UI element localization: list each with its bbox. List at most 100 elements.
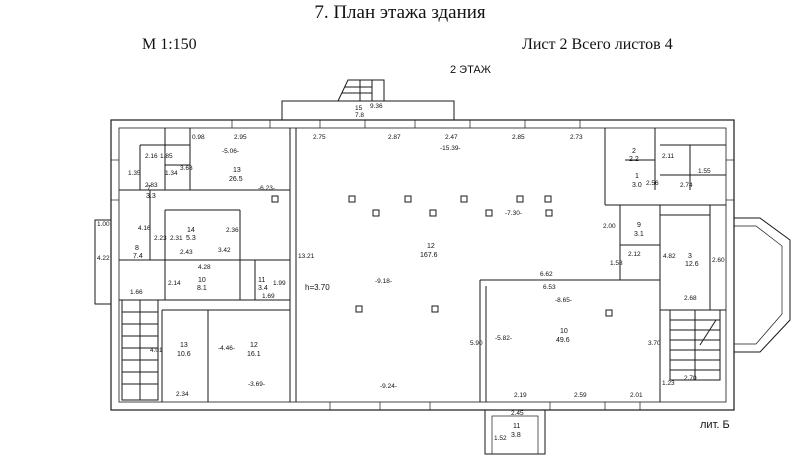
dim: -5.82- bbox=[495, 335, 512, 342]
dim: 2.34 bbox=[176, 391, 189, 398]
floor-label: 2 ЭТАЖ bbox=[450, 64, 491, 76]
label-r13a-area: 26.5 bbox=[229, 176, 243, 183]
label-r2-area: 2.2 bbox=[629, 156, 639, 163]
label-r10-area: 49.6 bbox=[556, 337, 570, 344]
dim: 2.16 bbox=[145, 153, 158, 160]
label-r3-num: 3 bbox=[688, 253, 692, 260]
dim: 13.21 bbox=[298, 253, 315, 260]
dim: 1.69 bbox=[262, 293, 275, 300]
label-r15-area: 7.8 bbox=[355, 112, 364, 119]
label-r9-area: 3.1 bbox=[634, 231, 644, 238]
dim: 2.87 bbox=[388, 134, 401, 141]
dim: 2.11 bbox=[662, 153, 675, 160]
dim: 1.23 bbox=[662, 380, 675, 387]
scale-label: М 1:150 bbox=[142, 36, 197, 53]
dim: -9.24- bbox=[380, 383, 397, 390]
dim: 2.73 bbox=[570, 134, 583, 141]
dim: -5.06- bbox=[222, 148, 239, 155]
dim: 2.43 bbox=[180, 249, 193, 256]
dim: 1.52 bbox=[494, 435, 507, 442]
label-r7-num: 7 bbox=[147, 185, 151, 192]
dim: 2.23 bbox=[154, 235, 167, 242]
exterior-stair bbox=[337, 79, 385, 102]
label-r12s-area: 16.1 bbox=[247, 351, 261, 358]
dim: 5.90 bbox=[470, 340, 483, 347]
dim: 1.00 bbox=[97, 221, 110, 228]
label-r8-num: 8 bbox=[135, 245, 139, 252]
page-title: 7. План этажа здания bbox=[314, 2, 486, 23]
label-height: h=3.70 bbox=[305, 283, 330, 292]
label-r11-num: 11 bbox=[258, 277, 265, 284]
dim: 0.98 bbox=[192, 134, 205, 141]
dim: 2.75 bbox=[313, 134, 326, 141]
label-r7-area: 3.3 bbox=[146, 193, 156, 200]
sheet-label: Лист 2 Всего листов 4 bbox=[522, 36, 673, 53]
dim: -15.39- bbox=[440, 145, 461, 152]
label-r15-len: 9.36 bbox=[370, 103, 383, 110]
label-r10-num: 10 bbox=[560, 328, 568, 335]
dim: 2.95 bbox=[234, 134, 247, 141]
label-r10s-area: 8.1 bbox=[197, 285, 207, 292]
dim: 3.42 bbox=[218, 247, 231, 254]
dim: 2.47 bbox=[445, 134, 458, 141]
label-r9-num: 9 bbox=[637, 222, 641, 229]
label-main-hall-num: 12 bbox=[427, 243, 435, 250]
right-bay bbox=[734, 217, 791, 353]
dim: 1.55 bbox=[698, 168, 711, 175]
label-r1-num: 1 bbox=[635, 173, 639, 180]
dim: 2.14 bbox=[168, 280, 181, 287]
dim: 2.01 bbox=[630, 392, 643, 399]
dim: 2.74 bbox=[680, 182, 693, 189]
dim: 2.85 bbox=[512, 134, 525, 141]
dim: 1.58 bbox=[610, 260, 623, 267]
building-letter-label: лит. Б bbox=[700, 419, 730, 431]
dim: 2.00 bbox=[603, 223, 616, 230]
label-r14-num: 14 bbox=[187, 227, 195, 234]
dim: 2.59 bbox=[574, 392, 587, 399]
dim: -3.69- bbox=[248, 381, 265, 388]
label-r3-area: 12.6 bbox=[685, 261, 699, 268]
dim: 2.36 bbox=[226, 227, 239, 234]
label-r11b-area: 3.8 bbox=[511, 432, 521, 439]
label-r13a-num: 13 bbox=[233, 167, 241, 174]
dim: 3.70 bbox=[648, 340, 661, 347]
dim: -4.46- bbox=[218, 345, 235, 352]
label-r13b-num: 13 bbox=[180, 342, 188, 349]
dim: 2.31 bbox=[170, 235, 183, 242]
right-stair bbox=[669, 309, 721, 381]
dim: 1.35 bbox=[128, 170, 141, 177]
dim: 1.66 bbox=[130, 289, 143, 296]
dim: -9.18- bbox=[375, 278, 392, 285]
label-r2-num: 2 bbox=[632, 148, 636, 155]
dim: 4.16 bbox=[138, 225, 151, 232]
label-r13b-area: 10.6 bbox=[177, 351, 191, 358]
dim: -6.23- bbox=[258, 185, 275, 192]
dim: 4.01 bbox=[150, 347, 163, 354]
dim: 6.62 bbox=[540, 271, 553, 278]
left-bay bbox=[94, 219, 112, 305]
dim: 6.53 bbox=[543, 284, 556, 291]
dim: -8.65- bbox=[555, 297, 572, 304]
dim: 1.85 bbox=[160, 153, 173, 160]
dim: 2.12 bbox=[628, 251, 641, 258]
label-r1-area: 3.0 bbox=[632, 182, 642, 189]
label-r15-num: 15 bbox=[355, 105, 363, 112]
dim: 1.99 bbox=[273, 280, 286, 287]
dim: 2.70 bbox=[684, 375, 697, 382]
dim: -7.30- bbox=[505, 210, 522, 217]
dim: 2.19 bbox=[514, 392, 527, 399]
left-stair bbox=[121, 299, 159, 401]
label-r8-area: 7.4 bbox=[133, 253, 143, 260]
dim: 4.82 bbox=[663, 253, 676, 260]
label-r11-area: 3.4 bbox=[258, 285, 268, 292]
dim: 3.68 bbox=[180, 165, 193, 172]
label-main-hall-area: 167.6 bbox=[420, 252, 438, 259]
dim: 2.60 bbox=[712, 257, 725, 264]
label-r11b-num: 11 bbox=[513, 423, 520, 430]
dim: 1.34 bbox=[165, 170, 178, 177]
label-r14-area: 5.3 bbox=[186, 235, 196, 242]
windows bbox=[111, 120, 734, 410]
dim: 2.56 bbox=[646, 180, 659, 187]
outer-wall-inner bbox=[118, 127, 727, 403]
